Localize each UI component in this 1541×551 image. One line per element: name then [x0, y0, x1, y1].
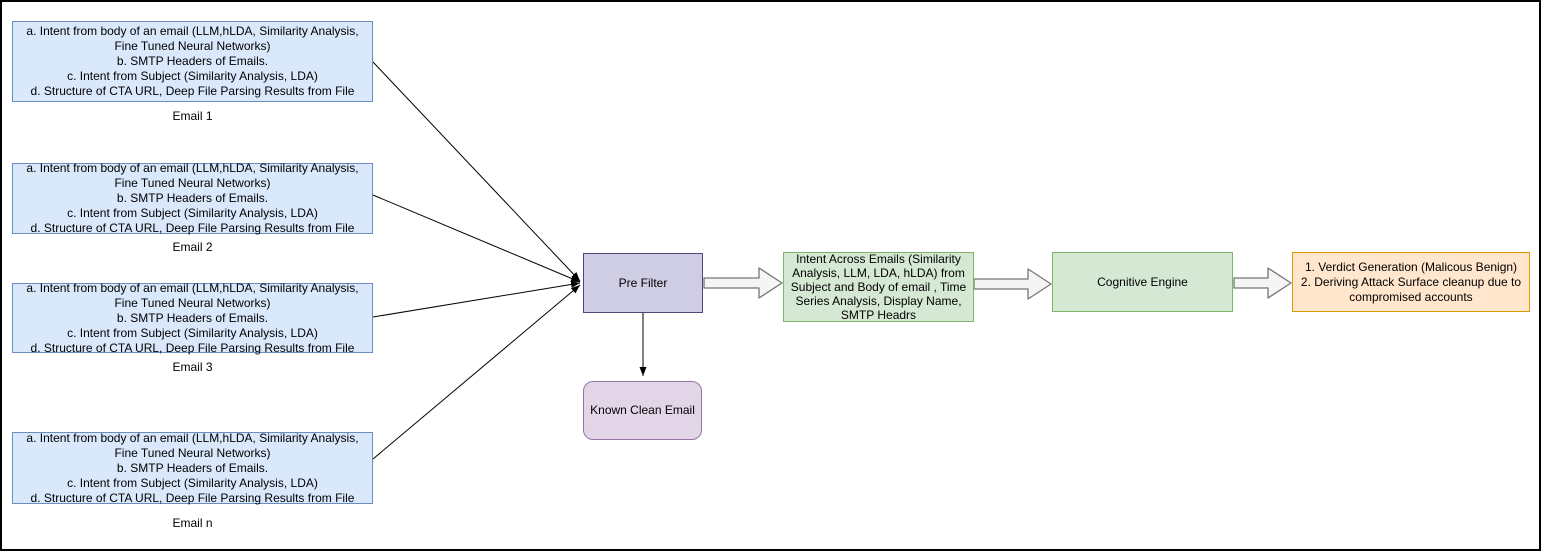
- known-clean-email-node: Known Clean Email: [583, 381, 702, 440]
- email-1-label: Email 1: [172, 109, 213, 123]
- email-3-text: a. Intent from body of an email (LLM,hLD…: [26, 280, 359, 355]
- email-n-text: a. Intent from body of an email (LLM,hLD…: [26, 430, 359, 505]
- arrow-email-n-to-pre-filter: [372, 284, 581, 460]
- arrow-email-2-to-pre-filter: [372, 194, 581, 283]
- verdict-text: 1. Verdict Generation (Malicous Benign) …: [1300, 259, 1522, 304]
- block-arrow-pre-filter-to-intent: [703, 267, 783, 299]
- pre-filter-node: Pre Filter: [583, 253, 703, 313]
- block-arrow-cognitive-to-verdict: [1233, 267, 1292, 299]
- email-n-node: a. Intent from body of an email (LLM,hLD…: [12, 430, 373, 505]
- email-3-label: Email 3: [172, 360, 213, 374]
- arrow-email-1-to-pre-filter: [372, 61, 581, 282]
- intent-across-emails-node: Intent Across Emails (Similarity Analysi…: [783, 252, 974, 322]
- verdict-node: 1. Verdict Generation (Malicous Benign) …: [1292, 252, 1530, 312]
- email-n-label: Email n: [172, 516, 213, 530]
- known-clean-email-label: Known Clean Email: [590, 403, 695, 417]
- email-1-text: a. Intent from body of an email (LLM,hLD…: [26, 24, 359, 98]
- email-2-node: a. Intent from body of an email (LLM,hLD…: [12, 161, 373, 235]
- block-arrow-intent-to-cognitive: [973, 268, 1052, 300]
- email-1-node: a. Intent from body of an email (LLM,hLD…: [12, 21, 373, 102]
- arrow-email-3-to-pre-filter: [372, 281, 581, 318]
- cognitive-engine-node: Cognitive Engine: [1052, 252, 1233, 312]
- email-3-node: a. Intent from body of an email (LLM,hLD…: [12, 280, 373, 355]
- cognitive-engine-label: Cognitive Engine: [1097, 274, 1188, 289]
- email-2-text: a. Intent from body of an email (LLM,hLD…: [26, 161, 359, 235]
- pre-filter-label: Pre Filter: [618, 275, 668, 290]
- intent-across-emails-text: Intent Across Emails (Similarity Analysi…: [790, 252, 967, 322]
- email-2-label: Email 2: [172, 240, 213, 254]
